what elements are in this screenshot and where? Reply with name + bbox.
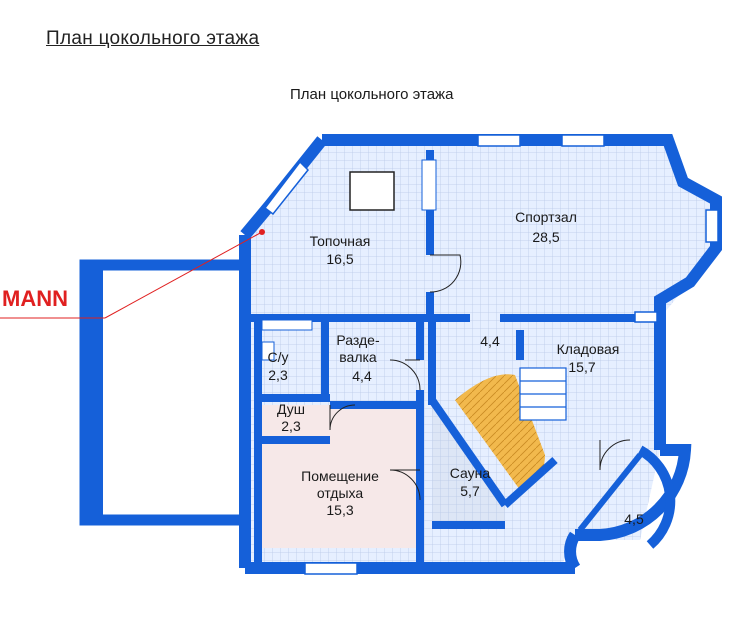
room-razdevalka-name-2: валка [339,349,377,365]
plan-title: План цокольного этажа [290,86,454,103]
room-topochnaya-area: 16,5 [326,251,353,267]
room-sportzal-area: 28,5 [532,229,559,245]
floor-areas [245,140,716,568]
room-razdevalka-area: 4,4 [352,368,372,384]
room-kladovaya-area: 15,7 [568,359,595,375]
room-topochnaya-name: Топочная [310,233,371,249]
room-round-area: 4,5 [624,511,644,527]
room-pomeshchenie-name-2: отдыха [317,485,364,501]
boiler-unit [349,171,395,211]
room-su-name: С/у [268,349,289,365]
room-pomeshchenie-name-1: Помещение [301,468,379,484]
stair-landing [519,367,567,421]
room-dush-name: Душ [277,401,305,417]
page-heading: План цокольного этажа [46,28,260,49]
room-sportzal-name: Спортзал [515,209,577,225]
round-room-wall [577,445,676,549]
fixtures [261,159,437,361]
watermark: MANN [0,229,265,319]
room-su-area: 2,3 [268,367,288,383]
room-hall-area: 4,4 [480,333,500,349]
annex-frame [79,259,251,526]
room-dush-area: 2,3 [281,418,301,434]
room-labels: Топочная 16,5 Спортзал 28,5 Разде- валка… [268,209,644,527]
floor-plan: План цокольного этажа [0,70,740,623]
room-sauna-name: Сауна [450,465,491,481]
room-razdevalka-name-1: Разде- [336,332,380,348]
floor-plan-drawing: План цокольного этажа [0,86,722,575]
room-sauna-area: 5,7 [460,483,480,499]
room-pomeshchenie-area: 15,3 [326,502,353,518]
inner-walls [245,150,660,568]
door-swings [329,254,631,501]
watermark-text: MANN [2,286,68,311]
room-kladovaya-name: Кладовая [557,341,620,357]
windows [263,134,719,575]
